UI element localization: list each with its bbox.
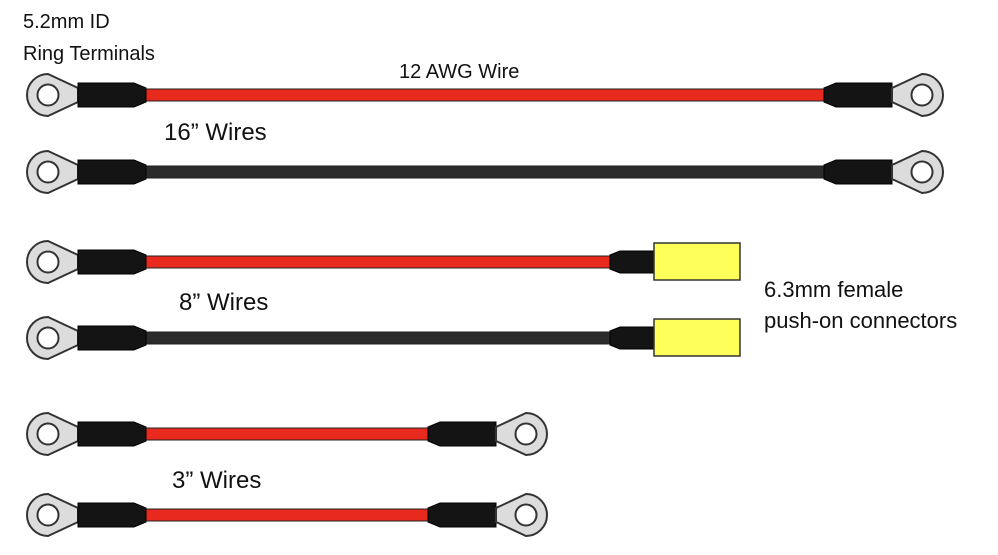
group-label-8: 8” Wires <box>179 289 268 316</box>
black-wire <box>143 165 827 179</box>
crimp-sleeve <box>609 250 655 274</box>
wire-gauge-label: 12 AWG Wire <box>399 61 519 83</box>
wire-layer <box>26 72 944 538</box>
wire-assembly <box>26 239 741 285</box>
connector-label-line1: 6.3mm female <box>764 277 903 302</box>
crimp-sleeve <box>77 82 147 108</box>
wire-assembly <box>26 72 944 118</box>
ring-hole <box>910 160 934 184</box>
crimp-sleeve <box>77 502 147 528</box>
ring-hole <box>36 422 60 446</box>
push-on-connector <box>653 242 741 281</box>
crimp-sleeve <box>427 421 497 447</box>
ring-hole <box>910 83 934 107</box>
crimp-sleeve <box>77 159 147 185</box>
red-wire <box>143 88 827 102</box>
ring-hole <box>36 83 60 107</box>
ring-hole <box>36 250 60 274</box>
group-label-3: 3” Wires <box>172 467 261 494</box>
group-label-16: 16” Wires <box>164 119 267 146</box>
red-wire <box>143 255 613 269</box>
ring-hole <box>514 422 538 446</box>
wire-assembly <box>26 315 741 361</box>
wire-assembly <box>26 411 548 457</box>
crimp-sleeve <box>77 421 147 447</box>
black-wire <box>143 331 613 345</box>
wire-assembly <box>26 149 944 195</box>
crimp-sleeve <box>77 325 147 351</box>
push-on-connector <box>653 318 741 357</box>
crimp-sleeve <box>823 82 893 108</box>
connector-label-line2: push-on connectors <box>764 308 957 333</box>
crimp-sleeve <box>427 502 497 528</box>
ring-hole <box>36 326 60 350</box>
wire-assembly <box>26 492 548 538</box>
terminal-label-line2: Ring Terminals <box>23 43 155 65</box>
ring-hole <box>514 503 538 527</box>
crimp-sleeve <box>77 249 147 275</box>
red-wire <box>143 508 431 522</box>
crimp-sleeve <box>609 326 655 350</box>
crimp-sleeve <box>823 159 893 185</box>
red-wire <box>143 427 431 441</box>
ring-hole <box>36 503 60 527</box>
ring-hole <box>36 160 60 184</box>
terminal-label-line1: 5.2mm ID <box>23 11 110 33</box>
